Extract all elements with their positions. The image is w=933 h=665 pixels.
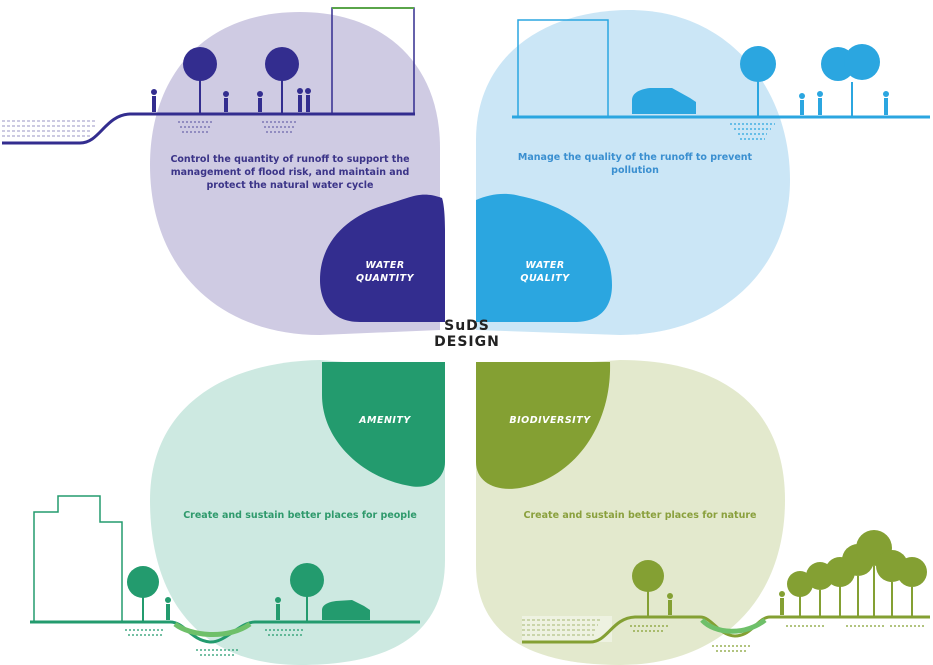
water-quality-petal [476, 193, 612, 322]
tree-icon [821, 44, 880, 117]
biodiversity-label: BIODIVERSITY [509, 415, 591, 426]
biodiversity-description: Create and sustain better places for nat… [523, 510, 757, 521]
biodiversity-scene [522, 530, 930, 652]
water-quantity-description: Control the quantity of runoff to suppor… [170, 154, 410, 191]
center-title-line2: DESIGN [434, 334, 500, 350]
water-quality-scene [512, 19, 930, 140]
amenity-description: Create and sustain better places for peo… [183, 510, 417, 521]
tree-icon [127, 566, 159, 622]
water-quality-label-line2: QUALITY [520, 273, 570, 284]
water-quality-description: Manage the quality of the runoff to prev… [517, 152, 753, 176]
people-icons [799, 91, 889, 115]
tree-icon [183, 47, 217, 114]
people-icons [667, 591, 785, 615]
amenity-scene [30, 495, 420, 656]
water-quantity-petal [320, 194, 445, 322]
biodiversity-petal [476, 362, 611, 489]
forest-icon [787, 530, 927, 617]
tree-icon [740, 46, 776, 117]
center-title-line1: SuDS [444, 318, 490, 334]
tree-icon [265, 47, 299, 114]
amenity-petal [322, 362, 445, 487]
car-icon [322, 600, 370, 620]
people-icons [151, 88, 311, 112]
water-quantity-label-line1: WATER [365, 260, 405, 271]
water-quality-label-line1: WATER [525, 260, 565, 271]
tree-icon [632, 560, 664, 617]
tree-icon [290, 563, 324, 622]
people-icons [165, 597, 281, 620]
amenity-label: AMENITY [359, 415, 411, 426]
center-title: SuDS DESIGN [402, 318, 532, 350]
water-quantity-label-line2: QUANTITY [355, 273, 415, 284]
water-quality-label: WATER QUALITY [490, 259, 600, 285]
car-icon [632, 88, 696, 114]
water-quantity-label: WATER QUANTITY [330, 259, 440, 285]
water-quantity-scene [2, 7, 415, 145]
